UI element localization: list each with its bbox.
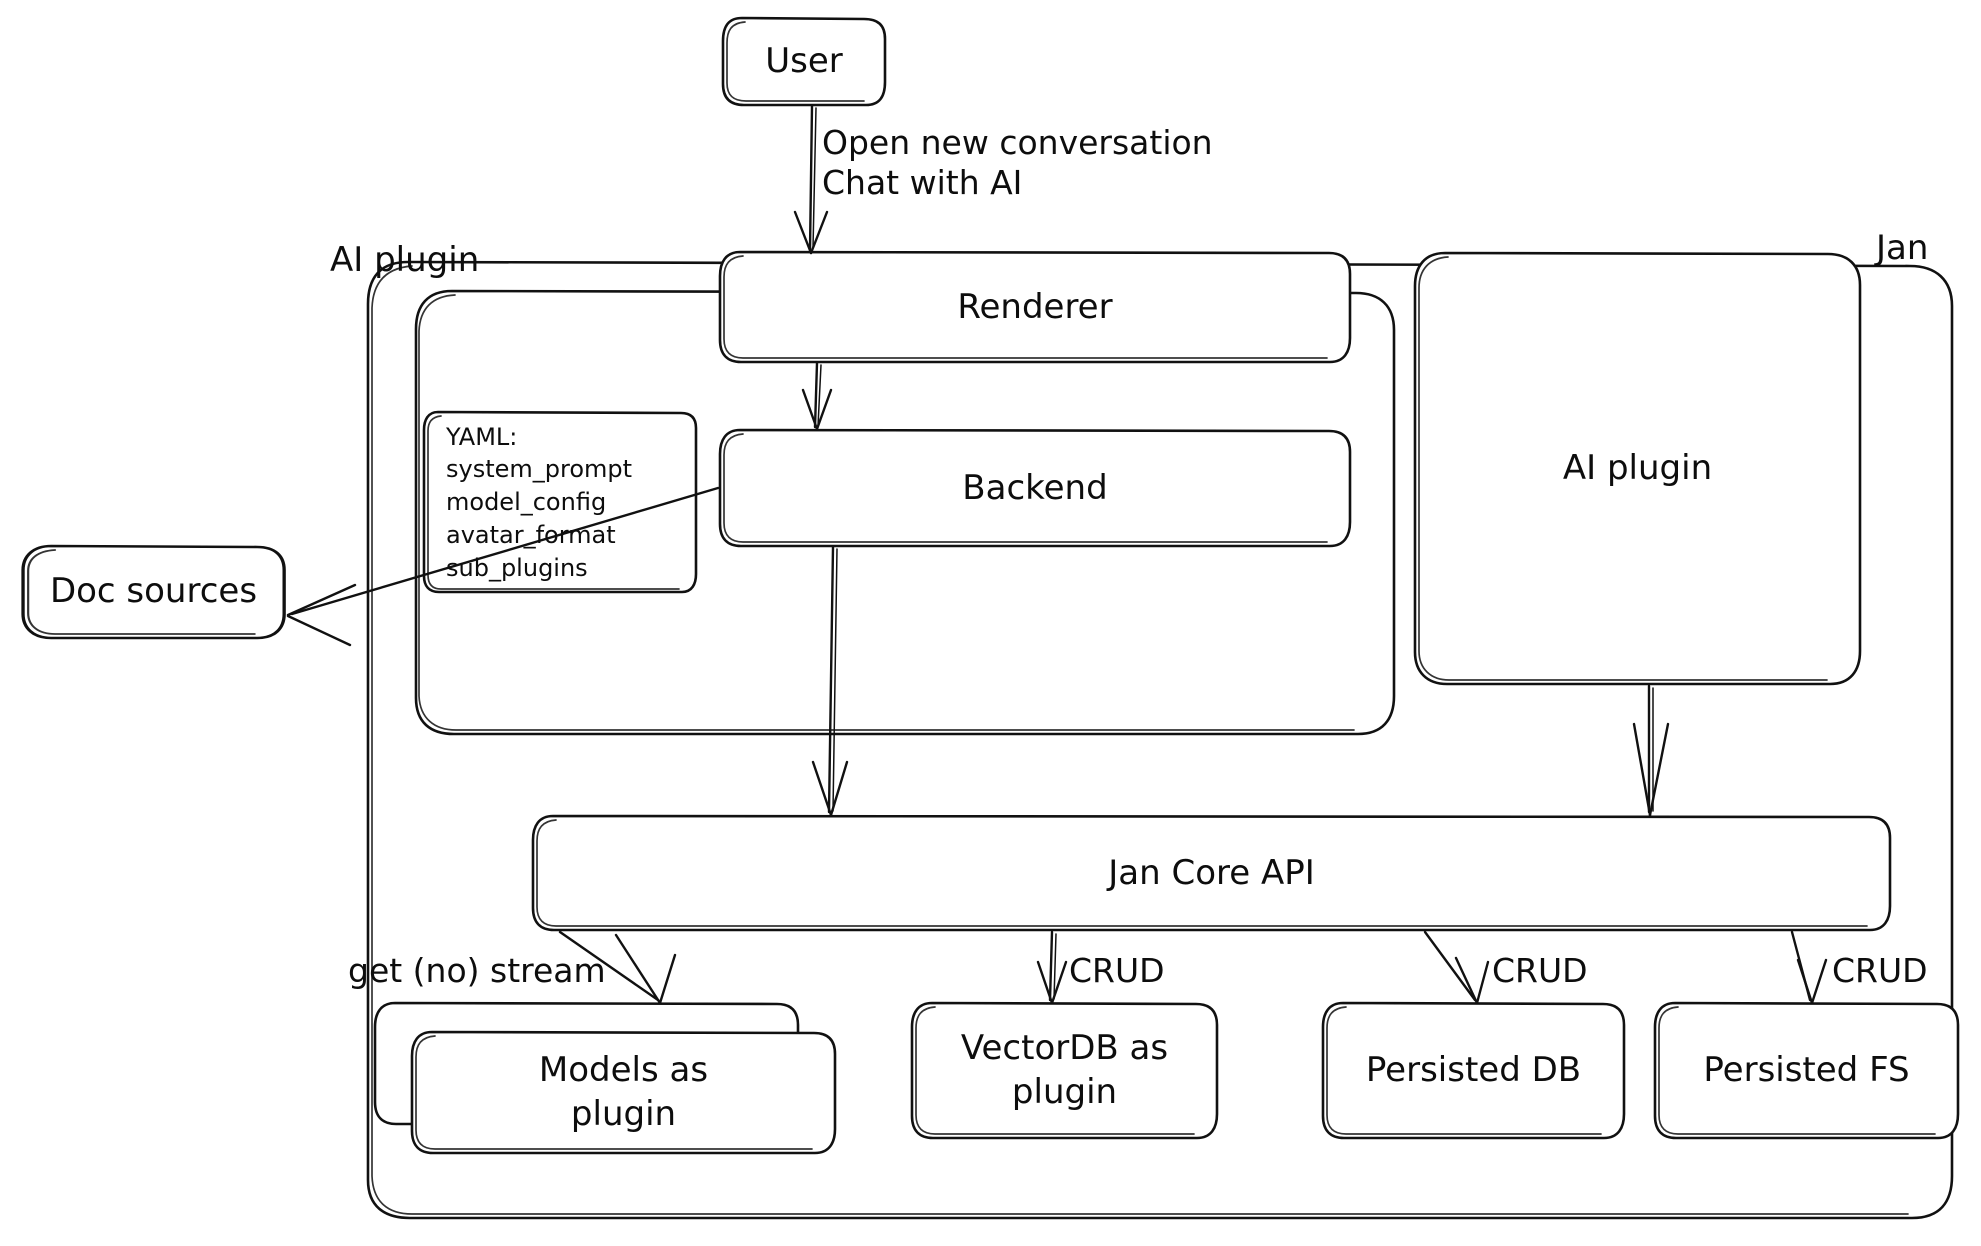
persisted-fs-node-shape: [1653, 1001, 1960, 1140]
edge-label-crud-vectordb: CRUD: [1069, 951, 1165, 990]
models-as-plugin-node-label: Models as plugin: [538, 1050, 709, 1134]
edge-label-open-new-conversation: Open new conversation: [822, 123, 1213, 162]
jan-core-api-node-label: Jan Core API: [1108, 852, 1315, 893]
persisted-fs-node-label: Persisted FS: [1703, 1050, 1910, 1091]
yaml-key-sub-plugins: sub_plugins: [446, 554, 588, 582]
edge-api-to-models-as-plugin: [558, 930, 677, 1005]
edge-label-crud-persisted-db: CRUD: [1492, 951, 1588, 990]
edge-renderer-to-backend: [801, 361, 833, 431]
edge-user-to-renderer: [793, 104, 829, 255]
edge-label-crud-persisted-fs: CRUD: [1832, 951, 1928, 990]
backend-node-shape: [718, 428, 1352, 548]
edge-label-get-no-stream: get (no) stream: [348, 951, 606, 990]
jan-core-api-node-shape: [531, 814, 1892, 932]
vectordb-as-plugin-node-shape: [910, 1001, 1219, 1140]
edge-api-to-persisted-db: [1423, 930, 1490, 1005]
vectordb-as-plugin-node-label: VectorDB as plugin: [960, 1028, 1169, 1112]
edge-label-chat-with-ai: Chat with AI: [822, 163, 1023, 202]
renderer-node-label: Renderer: [957, 286, 1113, 327]
backend-node-label: Backend: [962, 467, 1108, 508]
jan-container-label: Jan: [1876, 228, 1929, 268]
yaml-key-system-prompt: system_prompt: [446, 455, 633, 483]
ai-plugin-group-label: AI plugin: [330, 240, 480, 280]
renderer-node-shape: [718, 250, 1352, 364]
user-node-label: User: [765, 41, 843, 82]
persisted-db-node-label: Persisted DB: [1365, 1050, 1582, 1091]
doc-sources-node-label: Doc sources: [49, 571, 258, 612]
edge-backend-to-jan-core-api: [811, 545, 849, 817]
ai-plugin-right-node-label: AI plugin: [1562, 448, 1713, 489]
edge-backend-to-doc-sources: [286, 486, 720, 647]
doc-sources-node-shape: [21, 544, 286, 640]
yaml-key-model-config: model_config: [446, 488, 607, 516]
edge-api-to-vectordb: [1036, 930, 1068, 1005]
yaml-key-avatar-format: avatar_format: [446, 521, 616, 549]
user-node-shape: [721, 16, 887, 107]
persisted-db-node-shape: [1321, 1001, 1626, 1140]
yaml-header: YAML:: [446, 423, 518, 451]
edge-ai-plugin-to-jan-core-api: [1632, 684, 1670, 817]
edge-api-to-persisted-fs: [1790, 930, 1828, 1005]
ai-plugin-right-node-shape: [1413, 251, 1862, 686]
models-as-plugin-node-shape: [373, 1001, 837, 1155]
